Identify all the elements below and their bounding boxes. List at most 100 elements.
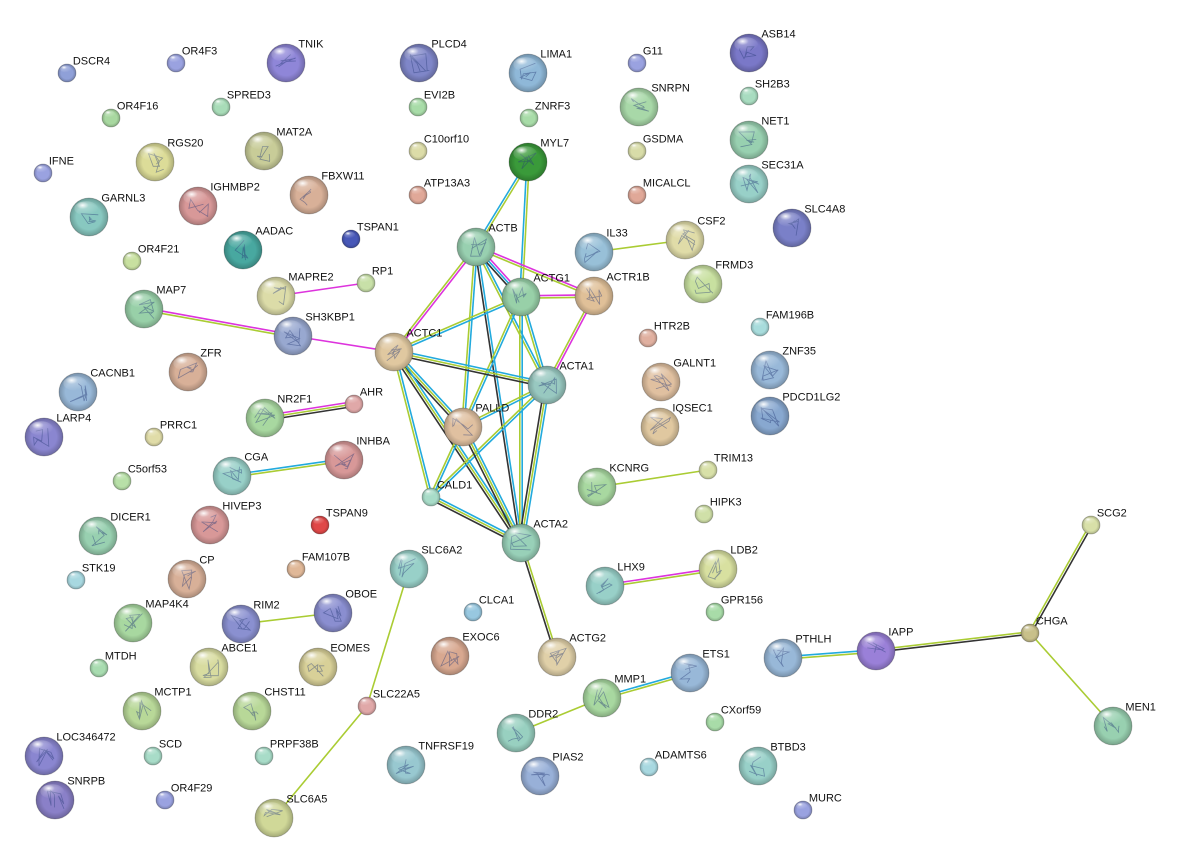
node-eomes[interactable]: EOMES [298,643,370,687]
node-c5orf53[interactable]: C5orf53 [112,464,167,491]
node-actc1[interactable]: ACTC1 [374,328,442,372]
node-actg1[interactable]: ACTG1 [501,273,570,317]
node-snrpb[interactable]: SNRPB [35,776,105,820]
node-pias2[interactable]: PIAS2 [520,752,584,796]
node-tspan1[interactable]: TSPAN1 [341,222,399,249]
node-adamts6[interactable]: ADAMTS6 [639,750,707,777]
node-acta2[interactable]: ACTA2 [501,519,568,563]
node-stk19[interactable]: STK19 [66,563,115,590]
node-slc6a5[interactable]: SLC6A5 [254,794,327,838]
node-ighmbp2[interactable]: IGHMBP2 [178,182,260,226]
node-csf2[interactable]: CSF2 [665,216,725,260]
node-g11[interactable]: G11 [627,46,663,73]
node-palld[interactable]: PALLD [443,403,509,447]
node-actb[interactable]: ACTB [456,223,518,267]
node-or4f16[interactable]: OR4F16 [101,101,158,128]
node-ddr2[interactable]: DDR2 [496,709,558,753]
node-myl7[interactable]: MYL7 [508,138,569,182]
node-dicer1[interactable]: DICER1 [78,512,151,556]
node-abce1[interactable]: ABCE1 [189,643,257,687]
node-znf35[interactable]: ZNF35 [750,346,816,390]
node-acta1[interactable]: ACTA1 [527,361,594,405]
node-rim2[interactable]: RIM2 [221,600,280,644]
node-scd[interactable]: SCD [143,739,182,766]
node-gsdma[interactable]: GSDMA [627,134,684,161]
node-cp[interactable]: CP [167,555,215,599]
node-or4f21[interactable]: OR4F21 [122,244,179,271]
node-men1[interactable]: MEN1 [1093,702,1156,746]
node-dscr4[interactable]: DSCR4 [57,56,110,83]
node-il33[interactable]: IL33 [574,228,628,272]
node-hivep3[interactable]: HIVEP3 [190,501,261,545]
node-or4f3[interactable]: OR4F3 [166,46,217,73]
node-rp1[interactable]: RP1 [356,266,393,293]
node-slc22a5[interactable]: SLC22A5 [357,689,420,716]
node-prpf38b[interactable]: PRPF38B [254,739,319,766]
node-actg2[interactable]: ACTG2 [537,633,606,677]
node-inhba[interactable]: INHBA [324,436,391,480]
node-atp13a3[interactable]: ATP13A3 [408,178,470,205]
node-cacnb1[interactable]: CACNB1 [58,368,135,412]
node-clca1[interactable]: CLCA1 [463,595,514,622]
node-slc4a8[interactable]: SLC4A8 [772,204,845,248]
node-exoc6[interactable]: EXOC6 [430,632,500,676]
node-kcnrg[interactable]: KCNRG [577,463,649,507]
node-lima1[interactable]: LIMA1 [508,49,572,93]
node-fam107b[interactable]: FAM107B [286,552,350,579]
node-htr2b[interactable]: HTR2B [638,321,690,348]
node-zfr[interactable]: ZFR [168,348,222,392]
node-asb14[interactable]: ASB14 [729,29,796,73]
node-pthlh[interactable]: PTHLH [763,634,831,678]
node-evi2b[interactable]: EVI2B [408,90,455,117]
node-fam196b[interactable]: FAM196B [750,310,814,337]
node-iqsec1[interactable]: IQSEC1 [640,403,713,447]
node-rgs20[interactable]: RGS20 [135,138,203,182]
node-slc6a2[interactable]: SLC6A2 [389,545,462,589]
node-mmp1[interactable]: MMP1 [582,674,646,718]
node-lhx9[interactable]: LHX9 [585,562,645,606]
node-tspan9[interactable]: TSPAN9 [310,508,368,535]
node-sec31a[interactable]: SEC31A [729,160,804,204]
node-tnik[interactable]: TNIK [266,39,324,83]
node-mctp1[interactable]: MCTP1 [122,687,192,731]
node-iapp[interactable]: IAPP [856,627,913,671]
node-map4k4[interactable]: MAP4K4 [113,599,189,643]
node-actr1b[interactable]: ACTR1B [574,272,650,316]
node-murc[interactable]: MURC [793,793,842,820]
node-micalcl[interactable]: MICALCL [627,178,691,205]
node-oboe[interactable]: OBOE [313,589,377,633]
node-c10orf10[interactable]: C10orf10 [408,134,469,161]
node-chst11[interactable]: CHST11 [232,687,306,731]
node-cxorf59[interactable]: CXorf59 [705,705,761,732]
node-larp4[interactable]: LARP4 [24,413,91,457]
node-loc346472[interactable]: LOC346472 [24,732,116,776]
node-ifne[interactable]: IFNE [33,156,74,183]
node-mapre2[interactable]: MAPRE2 [256,272,334,316]
node-scg2[interactable]: SCG2 [1081,508,1127,535]
node-trim13[interactable]: TRIM13 [698,453,753,480]
node-net1[interactable]: NET1 [729,116,789,160]
node-mtdh[interactable]: MTDH [89,651,137,678]
node-snrpn[interactable]: SNRPN [619,83,690,127]
node-sh3kbp1[interactable]: SH3KBP1 [273,312,355,356]
node-btbd3[interactable]: BTBD3 [738,742,806,786]
node-pdcd1lg2[interactable]: PDCD1LG2 [750,392,840,436]
node-prrc1[interactable]: PRRC1 [144,420,197,447]
node-spred3[interactable]: SPRED3 [211,90,271,117]
node-ldb2[interactable]: LDB2 [698,545,758,589]
node-gpr156[interactable]: GPR156 [705,595,763,622]
node-plcd4[interactable]: PLCD4 [399,39,467,83]
node-ets1[interactable]: ETS1 [670,649,730,693]
node-galnt1[interactable]: GALNT1 [641,358,716,402]
node-znrf3[interactable]: ZNRF3 [519,101,570,128]
node-nr2f1[interactable]: NR2F1 [245,394,312,438]
node-or4f29[interactable]: OR4F29 [155,783,212,810]
node-ahr[interactable]: AHR [344,387,383,414]
node-cga[interactable]: CGA [212,452,269,496]
node-hipk3[interactable]: HIPK3 [694,497,742,524]
node-sh2b3[interactable]: SH2B3 [739,79,790,106]
node-map7[interactable]: MAP7 [124,285,186,329]
node-tnfrsf19[interactable]: TNFRSF19 [386,741,474,785]
node-fbxw11[interactable]: FBXW11 [289,171,365,215]
node-aadac[interactable]: AADAC [223,226,293,270]
